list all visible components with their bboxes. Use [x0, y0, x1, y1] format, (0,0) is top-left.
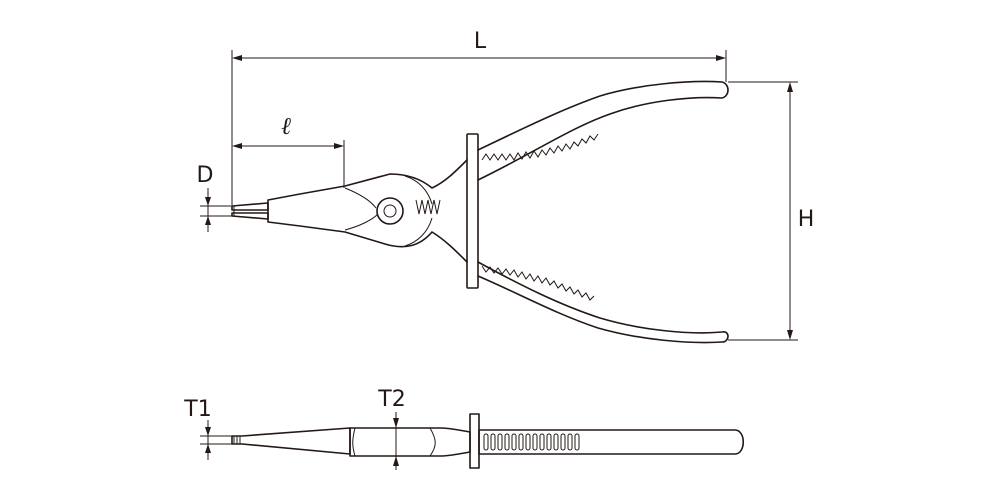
dimension-nose-length: ℓ	[232, 112, 345, 188]
label-T2: T2	[377, 387, 405, 412]
pivot-outer	[376, 197, 404, 225]
side-tip-serrations	[233, 436, 241, 444]
pivot-inner	[383, 204, 397, 218]
side-handle	[478, 429, 745, 455]
label-L: L	[474, 29, 487, 54]
side-joint-detail	[352, 427, 436, 457]
pliers-side-view	[231, 413, 745, 469]
joint-body	[267, 159, 468, 263]
label-H: H	[798, 207, 815, 232]
side-stopper	[469, 413, 480, 469]
joint-lower-edge	[404, 217, 433, 247]
stopper-plate	[466, 133, 479, 289]
nose-tip-upper	[231, 202, 269, 211]
dimension-T1: T1	[183, 397, 232, 460]
label-D: D	[197, 163, 214, 188]
label-T1: T1	[183, 397, 211, 422]
dimension-H: H	[728, 81, 815, 341]
side-joint	[349, 427, 471, 457]
dimension-L: L	[231, 29, 727, 205]
jaw-lower-contour	[344, 213, 379, 231]
upper-handle-grip-serrations	[481, 133, 599, 161]
lower-handle	[477, 261, 729, 344]
joint-upper-edge	[404, 175, 433, 205]
jaw-upper-contour	[344, 187, 377, 209]
nose-tip-lower	[231, 212, 269, 220]
upper-handle	[477, 80, 729, 181]
lower-handle-grip-serrations	[481, 265, 595, 301]
dimension-D: D	[197, 163, 232, 232]
spring	[415, 199, 441, 215]
pliers-top-view	[231, 80, 729, 344]
side-handle-grip	[483, 433, 580, 451]
side-tip	[231, 427, 351, 455]
label-nose-length: ℓ	[281, 112, 291, 140]
dimension-T2: T2	[377, 387, 406, 470]
